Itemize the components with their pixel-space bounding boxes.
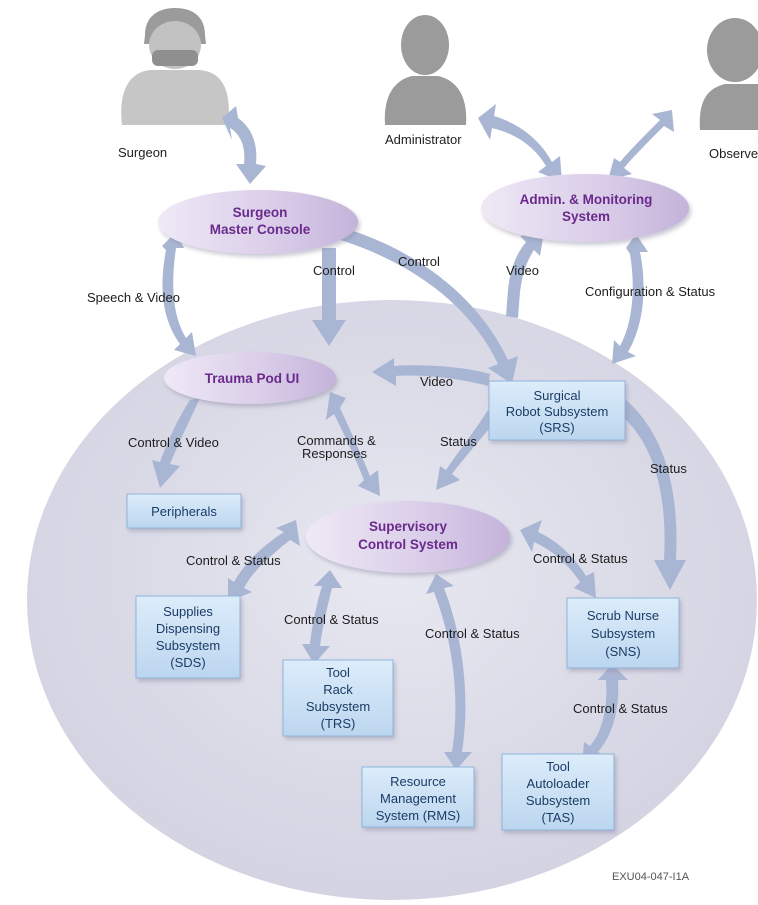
edge-label-cs-tas: Control & Status [573, 701, 668, 716]
node-srs: Surgical Robot Subsystem (SRS) [488, 380, 626, 441]
arrow-video-ui [372, 358, 490, 386]
svg-text:(SNS): (SNS) [605, 644, 640, 659]
edge-label-cs-sns: Control & Status [533, 551, 628, 566]
edge-label-speech-video: Speech & Video [87, 290, 180, 305]
svg-text:Subsystem: Subsystem [591, 626, 655, 641]
node-trauma-pod-ui: Trauma Pod UI [164, 352, 336, 404]
edge-labels: Speech & Video Control Control Video Con… [87, 254, 716, 716]
arrow-cs-rms [426, 574, 472, 770]
edge-label-video-admin: Video [506, 263, 539, 278]
arrow-commands [326, 392, 380, 496]
edge-label-cs-rms: Control & Status [425, 626, 520, 641]
arrow-cs-sds [228, 520, 300, 602]
edge-label-video-srs: Video [420, 374, 453, 389]
observer-figure [699, 18, 758, 130]
administrator-label: Administrator [385, 132, 462, 147]
svg-text:Subsystem: Subsystem [156, 638, 220, 653]
svg-text:Robot Subsystem: Robot Subsystem [506, 404, 609, 419]
arrow-peripherals [152, 398, 200, 488]
edge-label-control-ui: Control [313, 263, 355, 278]
arrow-admin-system [478, 104, 562, 182]
trauma-pod-boundary [27, 300, 757, 900]
arrow-control-srs [334, 226, 518, 384]
svg-text:Master Console: Master Console [210, 222, 311, 237]
surgeon-figure [121, 8, 229, 125]
svg-text:(TRS): (TRS) [321, 716, 356, 731]
arrow-status-sns [618, 400, 686, 590]
node-peripherals: Peripherals [126, 493, 242, 529]
edge-label-status-sns: Status [650, 461, 687, 476]
svg-text:Trauma Pod UI: Trauma Pod UI [205, 371, 300, 386]
arrow-config-status [612, 234, 648, 364]
svg-text:System (RMS): System (RMS) [376, 808, 461, 823]
edge-label-config-status: Configuration & Status [585, 284, 716, 299]
svg-text:Supplies: Supplies [163, 604, 213, 619]
svg-text:Subsystem: Subsystem [306, 699, 370, 714]
svg-text:Dispensing: Dispensing [156, 621, 220, 636]
figure-id: EXU04-047-I1A [612, 871, 690, 883]
svg-text:Autoloader: Autoloader [527, 776, 591, 791]
arrow-surgeon-console [222, 106, 266, 184]
svg-text:Rack: Rack [323, 682, 353, 697]
arrow-video-admin [506, 232, 544, 318]
surgeon-label: Surgeon [118, 145, 167, 160]
edge-label-responses: Responses [302, 446, 368, 461]
svg-text:Resource: Resource [390, 774, 446, 789]
svg-text:System: System [562, 209, 610, 224]
node-sds: Supplies Dispensing Subsystem (SDS) [135, 595, 241, 679]
administrator-figure [384, 15, 467, 125]
arrow-cs-trs [302, 570, 342, 664]
svg-text:Control System: Control System [358, 537, 458, 552]
arrow-cs-sns [520, 520, 596, 598]
edge-label-control-srs: Control [398, 254, 440, 269]
arrow-observer-system [608, 110, 674, 180]
arrow-speech-video [162, 232, 196, 356]
svg-text:Peripherals: Peripherals [151, 504, 217, 519]
node-surgeon-console: Surgeon Master Console [158, 190, 358, 254]
node-tas: Tool Autoloader Subsystem (TAS) [501, 753, 615, 831]
node-rms: Resource Management System (RMS) [361, 766, 475, 828]
svg-text:(SRS): (SRS) [539, 420, 574, 435]
edge-label-control-video: Control & Video [128, 435, 219, 450]
svg-text:Management: Management [380, 791, 456, 806]
svg-text:Surgeon: Surgeon [233, 205, 288, 220]
svg-text:(TAS): (TAS) [542, 810, 575, 825]
svg-text:Admin. & Monitoring: Admin. & Monitoring [520, 192, 653, 207]
node-sns: Scrub Nurse Subsystem (SNS) [566, 597, 680, 669]
svg-text:Tool: Tool [326, 665, 350, 680]
arrow-control-ui [312, 248, 346, 346]
arrow-cs-tas [582, 664, 628, 764]
node-supervisory-control: Supervisory Control System [306, 501, 510, 573]
svg-text:Surgical: Surgical [534, 388, 581, 403]
edge-label-cs-trs: Control & Status [284, 612, 379, 627]
observer-label: Observe [709, 146, 758, 161]
svg-text:Scrub Nurse: Scrub Nurse [587, 608, 659, 623]
edge-label-cs-sds: Control & Status [186, 553, 281, 568]
svg-text:(SDS): (SDS) [170, 655, 205, 670]
arrow-status-srs [436, 410, 498, 490]
svg-text:Subsystem: Subsystem [526, 793, 590, 808]
svg-text:Tool: Tool [546, 759, 570, 774]
arrows [152, 104, 686, 770]
node-admin-monitoring: Admin. & Monitoring System [481, 174, 689, 242]
node-trs: Tool Rack Subsystem (TRS) [282, 659, 394, 737]
edge-label-commands: Commands & [297, 433, 376, 448]
svg-text:Supervisory: Supervisory [369, 519, 448, 534]
edge-label-status-srs: Status [440, 434, 477, 449]
